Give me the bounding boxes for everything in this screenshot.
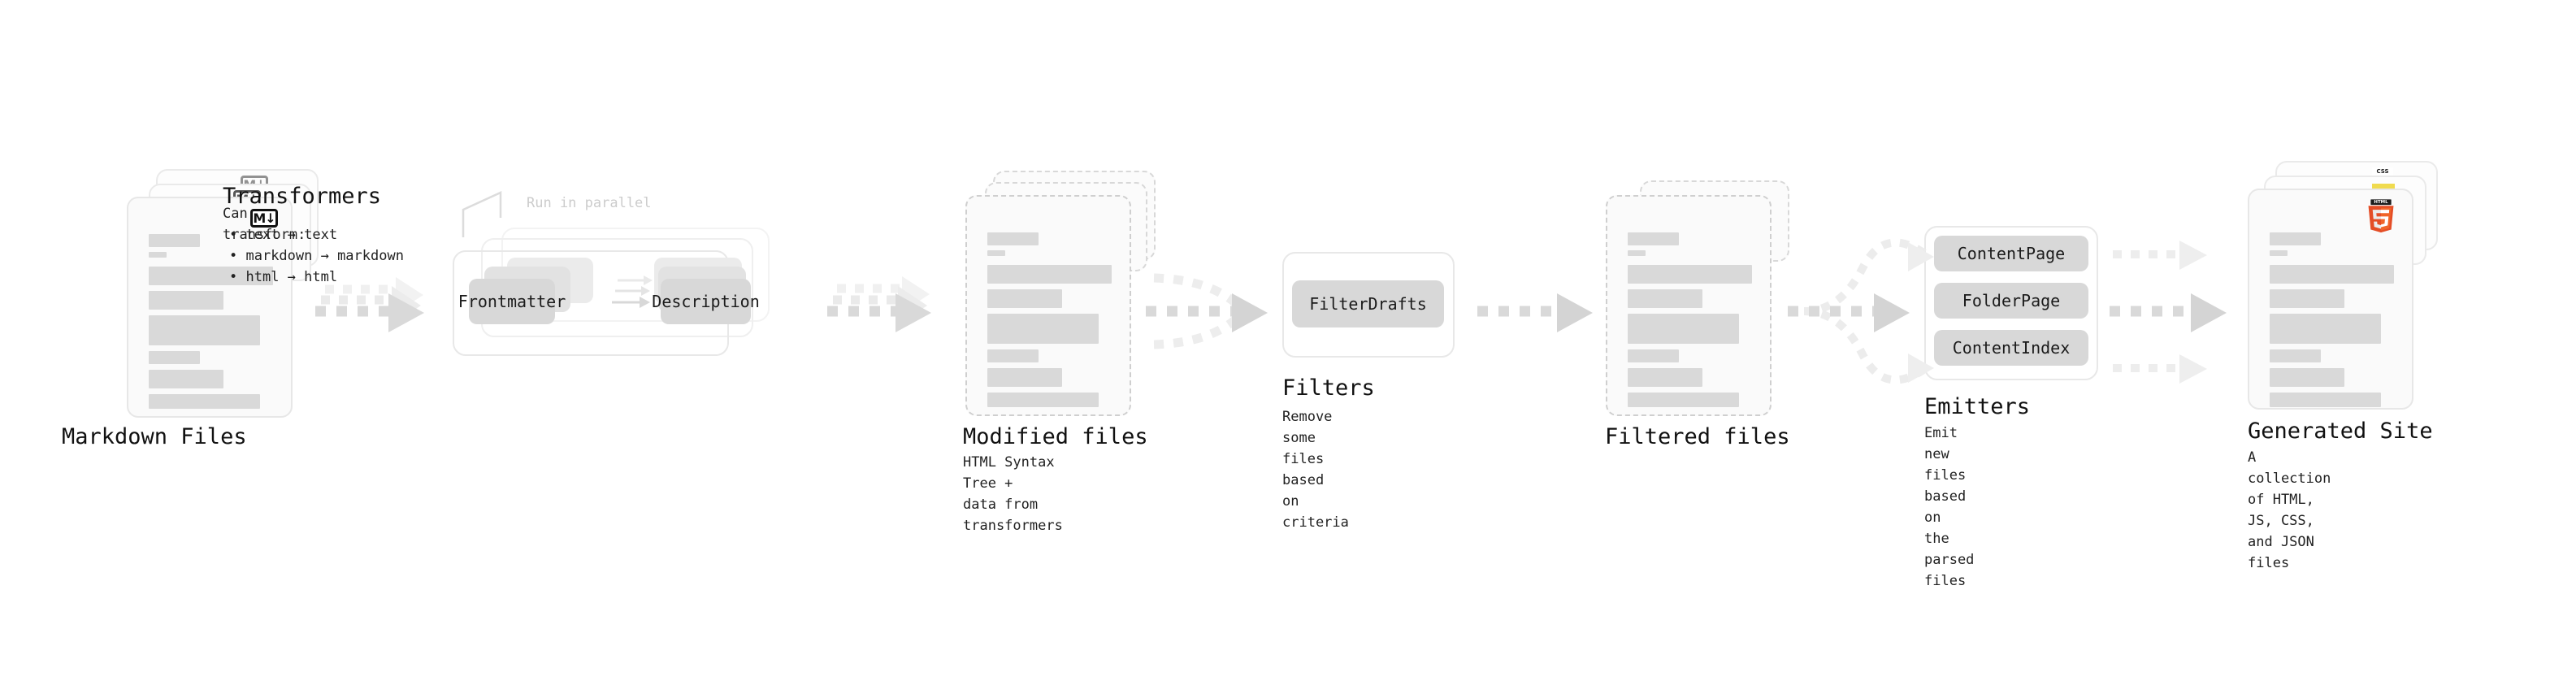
- stage-title-generated-site: Generated Site: [2248, 419, 2433, 444]
- skeleton-bar: [1628, 232, 1679, 245]
- skeleton-bar: [149, 370, 223, 388]
- stage-title-filtered-files: Filtered files: [1605, 424, 1790, 449]
- stage-title-emitters: Emitters: [1924, 394, 2031, 419]
- stage-title-filters: Filters: [1282, 375, 1375, 401]
- skeleton-bar: [2270, 289, 2344, 308]
- skeleton-bar: [987, 314, 1099, 344]
- list-item: text → text: [229, 224, 404, 245]
- skeleton-bar: [149, 315, 260, 345]
- skeleton-bar: [149, 394, 260, 409]
- skeleton-bar: [2270, 232, 2321, 245]
- skeleton-bar: [987, 289, 1062, 308]
- emitter-chip-contentindex[interactable]: ContentIndex: [1934, 330, 2088, 366]
- skeleton-bar: [1628, 250, 1646, 256]
- transformers-bullet-list: text → text markdown → markdown html → h…: [229, 224, 404, 288]
- skeleton-bar: [1628, 289, 1702, 308]
- svg-text:HTML: HTML: [2374, 200, 2388, 205]
- stage-desc-generated-site: A collection of HTML, JS, CSS, and JSON …: [2248, 449, 2331, 571]
- filter-chip-filterdrafts[interactable]: FilterDrafts: [1292, 280, 1444, 327]
- stage-title-markdown-files: Markdown Files: [62, 424, 247, 449]
- skeleton-bar: [1628, 265, 1752, 284]
- skeleton-bar: [987, 349, 1039, 362]
- skeleton-bar: [987, 265, 1112, 284]
- modified-file-card: [965, 195, 1131, 416]
- skeleton-bar: [2270, 314, 2381, 344]
- skeleton-bar: [1628, 368, 1702, 387]
- generated-site-card: HTML: [2248, 189, 2413, 410]
- stage-title-modified-files: Modified files: [963, 424, 1148, 449]
- skeleton-bar: [2270, 368, 2344, 387]
- skeleton-bar: [2270, 250, 2288, 256]
- skeleton-bar: [987, 250, 1005, 256]
- skeleton-bar: [1628, 349, 1679, 362]
- skeleton-bar: [1628, 393, 1739, 407]
- skeleton-bar: [149, 252, 167, 258]
- skeleton-bar: [987, 393, 1099, 407]
- skeleton-bar: [2270, 349, 2321, 362]
- list-item: html → html: [229, 267, 404, 288]
- emitter-chip-folderpage[interactable]: FolderPage: [1934, 283, 2088, 319]
- html5-badge-icon: HTML: [2366, 198, 2396, 233]
- skeleton-bar: [149, 351, 200, 364]
- stage-desc-emitters: Emit new files based on the parsed files: [1924, 425, 1975, 589]
- list-item: markdown → markdown: [229, 245, 403, 267]
- stage-desc-filters: Remove some files based on criteria: [1282, 409, 1349, 531]
- skeleton-bar: [2270, 393, 2381, 407]
- stage-title-transformers: Transformers: [223, 184, 382, 209]
- filters-group-box: [1282, 252, 1455, 358]
- skeleton-bar: [987, 368, 1062, 387]
- emitter-chip-contentpage[interactable]: ContentPage: [1934, 236, 2088, 271]
- filtered-file-card: [1606, 195, 1772, 416]
- transformer-chip-frontmatter[interactable]: Frontmatter: [458, 279, 566, 324]
- skeleton-bar: [149, 291, 223, 310]
- skeleton-bar: [149, 234, 200, 247]
- transformer-chip-description[interactable]: Description: [652, 279, 760, 324]
- run-in-parallel-note: Run in parallel: [527, 195, 652, 211]
- skeleton-bar: [1628, 314, 1739, 344]
- stage-desc-modified-files: HTML Syntax Tree + data from transformer…: [963, 454, 1063, 534]
- skeleton-bar: [2270, 265, 2394, 284]
- skeleton-bar: [987, 232, 1039, 245]
